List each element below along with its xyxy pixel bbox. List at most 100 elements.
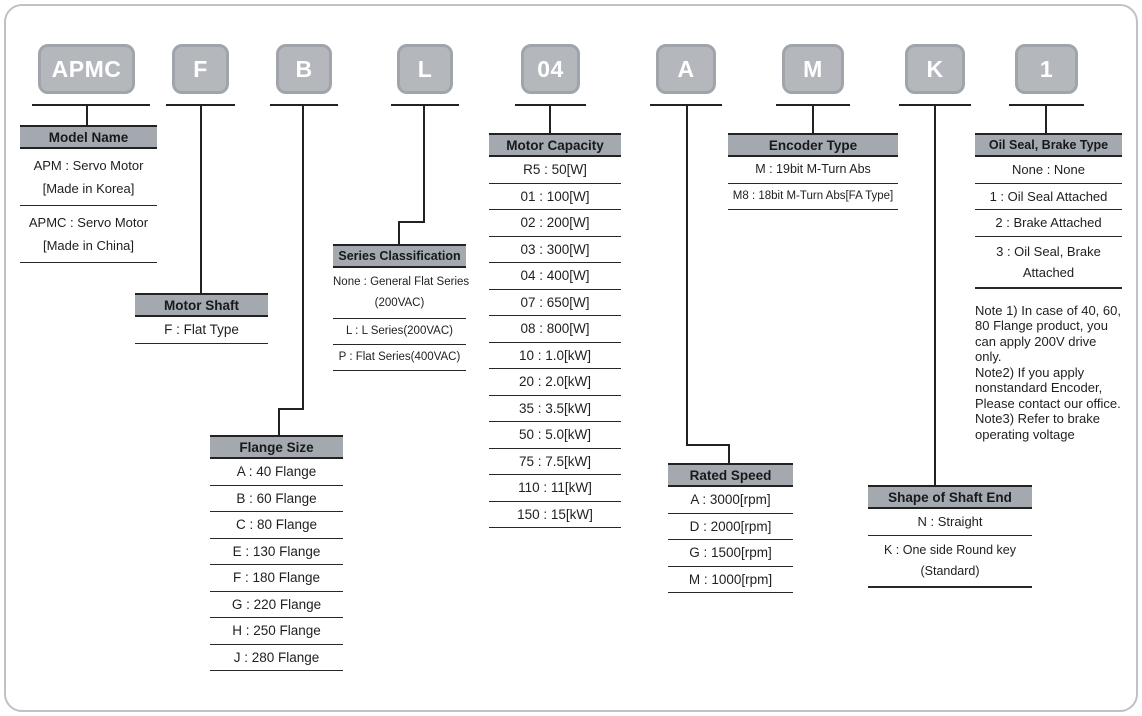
list-item-text: B : 60 Flange [236, 490, 317, 506]
list-item: None : None [975, 157, 1122, 184]
list-item-text: 20 : 2.0[kW] [518, 374, 592, 389]
connector-line [728, 444, 730, 463]
connector-line [686, 444, 730, 446]
code-box-oil-seal: 1 [1015, 44, 1078, 94]
list-item: Note2) If you apply nonstandard Encoder,… [975, 365, 1122, 412]
section-header: Motor Capacity [489, 133, 621, 157]
list-item-text: 03 : 300[W] [520, 241, 590, 257]
connector-line [398, 221, 400, 244]
code-box-series: L [397, 44, 453, 94]
list-item: F : Flat Type [135, 317, 268, 344]
list-item: H : 250 Flange [210, 618, 343, 645]
list-item-text: M : 1000[rpm] [688, 571, 773, 587]
list-item-text: (Standard) [920, 563, 980, 578]
list-item-text: [Made in China] [42, 238, 135, 253]
list-item: None : General Flat Series (200VAC) [333, 268, 470, 319]
list-item: 07 : 650[W] [489, 290, 621, 316]
code-box-capacity: 04 [521, 44, 580, 94]
list-item-text: 2 : Brake Attached [995, 215, 1102, 230]
section-rows: None : None 1 : Oil Seal Attached 2 : Brak… [975, 157, 1122, 289]
list-item-text: 04 : 400[W] [520, 268, 590, 283]
list-item-text: 3 : Oil Seal, Brake [996, 243, 1101, 259]
connector-line [270, 104, 338, 106]
connector-line [86, 104, 88, 125]
section-rows: F : Flat Type [135, 317, 268, 344]
section-rows: APM : Servo Motor[Made in Korea]APMC : S… [20, 149, 157, 263]
connector-line [391, 104, 459, 106]
list-item: P : Flat Series(400VAC) [333, 345, 466, 371]
list-item: 10 : 1.0[kW] [489, 343, 621, 369]
list-item: A : 40 Flange [210, 459, 343, 486]
section-series-classification: Series Classification None : General Fla… [333, 244, 470, 371]
list-item: 150 : 15[kW] [489, 502, 621, 528]
list-item-text: 150 : 15[kW] [517, 506, 593, 522]
connector-line [686, 104, 688, 446]
list-item-text: E : 130 Flange [232, 543, 321, 559]
code-box-encoder: M [782, 44, 844, 94]
list-item-text: A : 40 Flange [236, 464, 317, 479]
list-item-text: J : 280 Flange [233, 649, 320, 665]
list-item: Note3) Refer to brake operating voltage [975, 411, 1122, 442]
list-item: E : 130 Flange [210, 539, 343, 565]
list-item-text: None : General Flat Series [333, 276, 470, 288]
list-item-text: (200VAC) [374, 297, 425, 309]
list-item-text: 08 : 800[W] [520, 321, 590, 336]
list-item-text: 02 : 200[W] [520, 215, 590, 230]
list-item-text: 07 : 650[W] [520, 294, 590, 310]
list-item-text: G : 1500[rpm] [689, 545, 772, 560]
list-item: 08 : 800[W] [489, 316, 621, 343]
list-item: 2 : Brake Attached [975, 210, 1122, 237]
list-item: M : 19bit M-Turn Abs [728, 157, 898, 184]
section-rated-speed: Rated Speed A : 3000[rpm] D : 2000[rpm] G … [668, 463, 793, 593]
list-item-text: APMC : Servo Motor [28, 215, 149, 230]
list-item-text: D : 2000[rpm] [689, 518, 772, 534]
connector-line [1045, 104, 1047, 133]
list-item-text: 1 : Oil Seal Attached [989, 188, 1108, 204]
list-item-text: Note3) Refer to brake operating voltage [975, 411, 1101, 442]
connector-line [423, 104, 425, 223]
list-item: F : 180 Flange [210, 565, 343, 592]
list-item: 01 : 100[W] [489, 184, 621, 210]
section-motor-capacity: Motor Capacity R5 : 50[W]01 : 100[W]02 :… [489, 133, 621, 528]
list-item-text: [Made in Korea] [42, 181, 135, 196]
section-header: Rated Speed [668, 463, 793, 487]
connector-line [934, 104, 936, 485]
connector-line [302, 104, 304, 410]
code-box-flange-size: B [276, 44, 332, 94]
connector-line [549, 104, 551, 133]
connector-line [200, 104, 202, 293]
list-item: 75 : 7.5[kW] [489, 449, 621, 475]
list-item: 35 : 3.5[kW] [489, 396, 621, 422]
list-item: G : 1500[rpm] [668, 540, 793, 567]
section-header: Encoder Type [728, 133, 898, 157]
list-item-text: Attached [1022, 264, 1075, 280]
list-item: APM : Servo Motor[Made in Korea] [20, 149, 157, 206]
list-item-text: A : 3000[rpm] [690, 492, 771, 507]
list-item: C : 80 Flange [210, 512, 343, 539]
section-motor-shaft: Motor Shaft F : Flat Type [135, 293, 268, 344]
list-item: 50 : 5.0[kW] [489, 422, 621, 449]
list-item-text: F : 180 Flange [232, 570, 321, 585]
list-item: D : 2000[rpm] [668, 514, 793, 540]
code-box-rated-speed: A [656, 44, 716, 94]
list-item: 20 : 2.0[kW] [489, 369, 621, 396]
list-item: APMC : Servo Motor [Made in China] [20, 206, 157, 263]
list-item: Note 1) In case of 40, 60, 80 Flange pro… [975, 303, 1122, 365]
list-item-text: K : One side Round key [883, 542, 1017, 557]
section-header: Series Classification [333, 244, 466, 268]
list-item-text: C : 80 Flange [235, 517, 318, 532]
list-item-text: M : 19bit M-Turn Abs [755, 162, 871, 176]
connector-line [32, 104, 150, 106]
list-item-text: 35 : 3.5[kW] [518, 400, 592, 416]
section-rows: R5 : 50[W]01 : 100[W]02 : 200[W]03 : 300… [489, 157, 621, 528]
list-item: 04 : 400[W] [489, 263, 621, 290]
list-item-text: 10 : 1.0[kW] [518, 347, 592, 363]
section-model-name: Model Name APM : Servo Motor[Made in Kor… [20, 125, 157, 263]
connector-line [398, 221, 425, 223]
